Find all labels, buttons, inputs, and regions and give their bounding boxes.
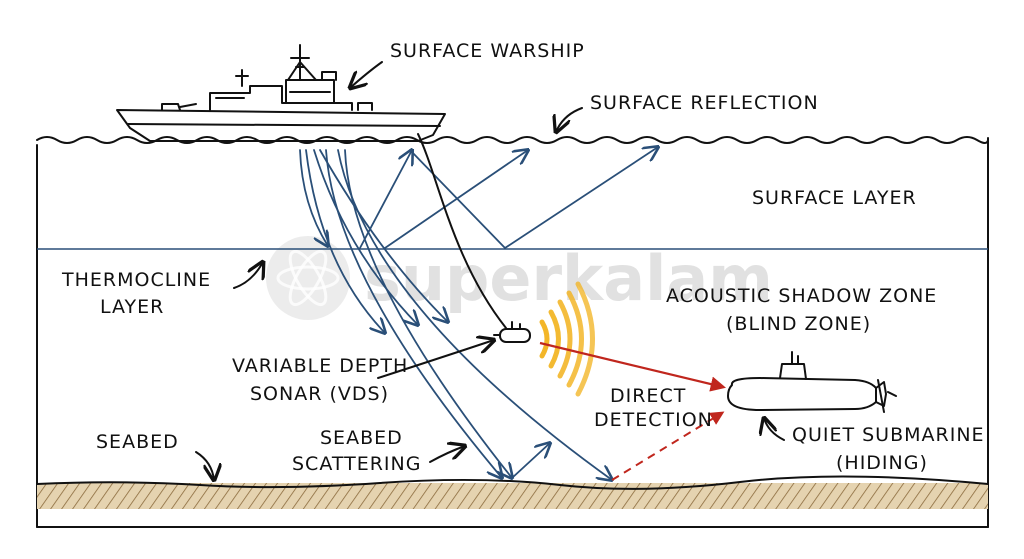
sonar-pulse [539,281,595,397]
sound-ray [344,149,512,478]
pointer-arrow [233,262,263,289]
watermark-text: superkalam [364,242,773,315]
label-pointers [195,61,785,480]
label-surface-layer: SURFACE LAYER [752,187,917,209]
sound-ray [409,149,506,249]
sound-ray [511,443,550,479]
warship [116,44,446,142]
label-seabed: SEABED [96,431,179,453]
sound-ray [504,147,658,249]
seabed-reflection-arrow [611,411,725,481]
pointer-arrow [556,107,583,132]
sound-ray [313,149,418,325]
vds-device [493,321,531,343]
label-vds: VARIABLE DEPTH [232,355,408,377]
direct-detection-arrow [539,341,726,392]
label-acoustic-shadow-zone: ACOUSTIC SHADOW ZONE [666,285,937,307]
label-seabed-scattering-1: SEABED [320,427,403,449]
pointer-arrow [350,61,383,88]
pointer-arrow [377,340,494,379]
sound-ray [305,149,385,333]
pointer-arrow [195,451,214,480]
sound-ray [325,149,502,478]
sound-ray [299,149,328,246]
label-surface-reflection: SURFACE REFLECTION [590,92,819,114]
label-vds-sonar: SONAR (VDS) [250,383,389,405]
label-direct-detection: DETECTION [594,409,713,431]
ocean-frame [36,137,989,528]
vds-tow-cable [417,133,507,329]
label-thermocline-layer: LAYER [100,296,164,318]
labels: SURFACE WARSHIP SURFACE REFLECTION SURFA… [61,40,985,475]
label-surface-warship: SURFACE WARSHIP [390,40,585,62]
label-direct: DIRECT [610,385,686,407]
sound-rays [299,147,658,480]
pointer-arrow [429,446,465,463]
label-blind-zone: (BLIND ZONE) [726,313,871,335]
watermark: superkalam [266,236,773,320]
sound-ray [319,149,448,322]
label-hiding: (HIDING) [836,452,928,474]
label-quiet-submarine: QUIET SUBMARINE [792,424,985,446]
pointer-arrow [764,418,785,441]
label-seabed-scattering-2: SCATTERING [292,453,421,475]
label-thermocline: THERMOCLINE [61,269,211,291]
sound-ray [359,150,412,249]
submarine [727,351,897,413]
seabed-ground [36,475,989,509]
